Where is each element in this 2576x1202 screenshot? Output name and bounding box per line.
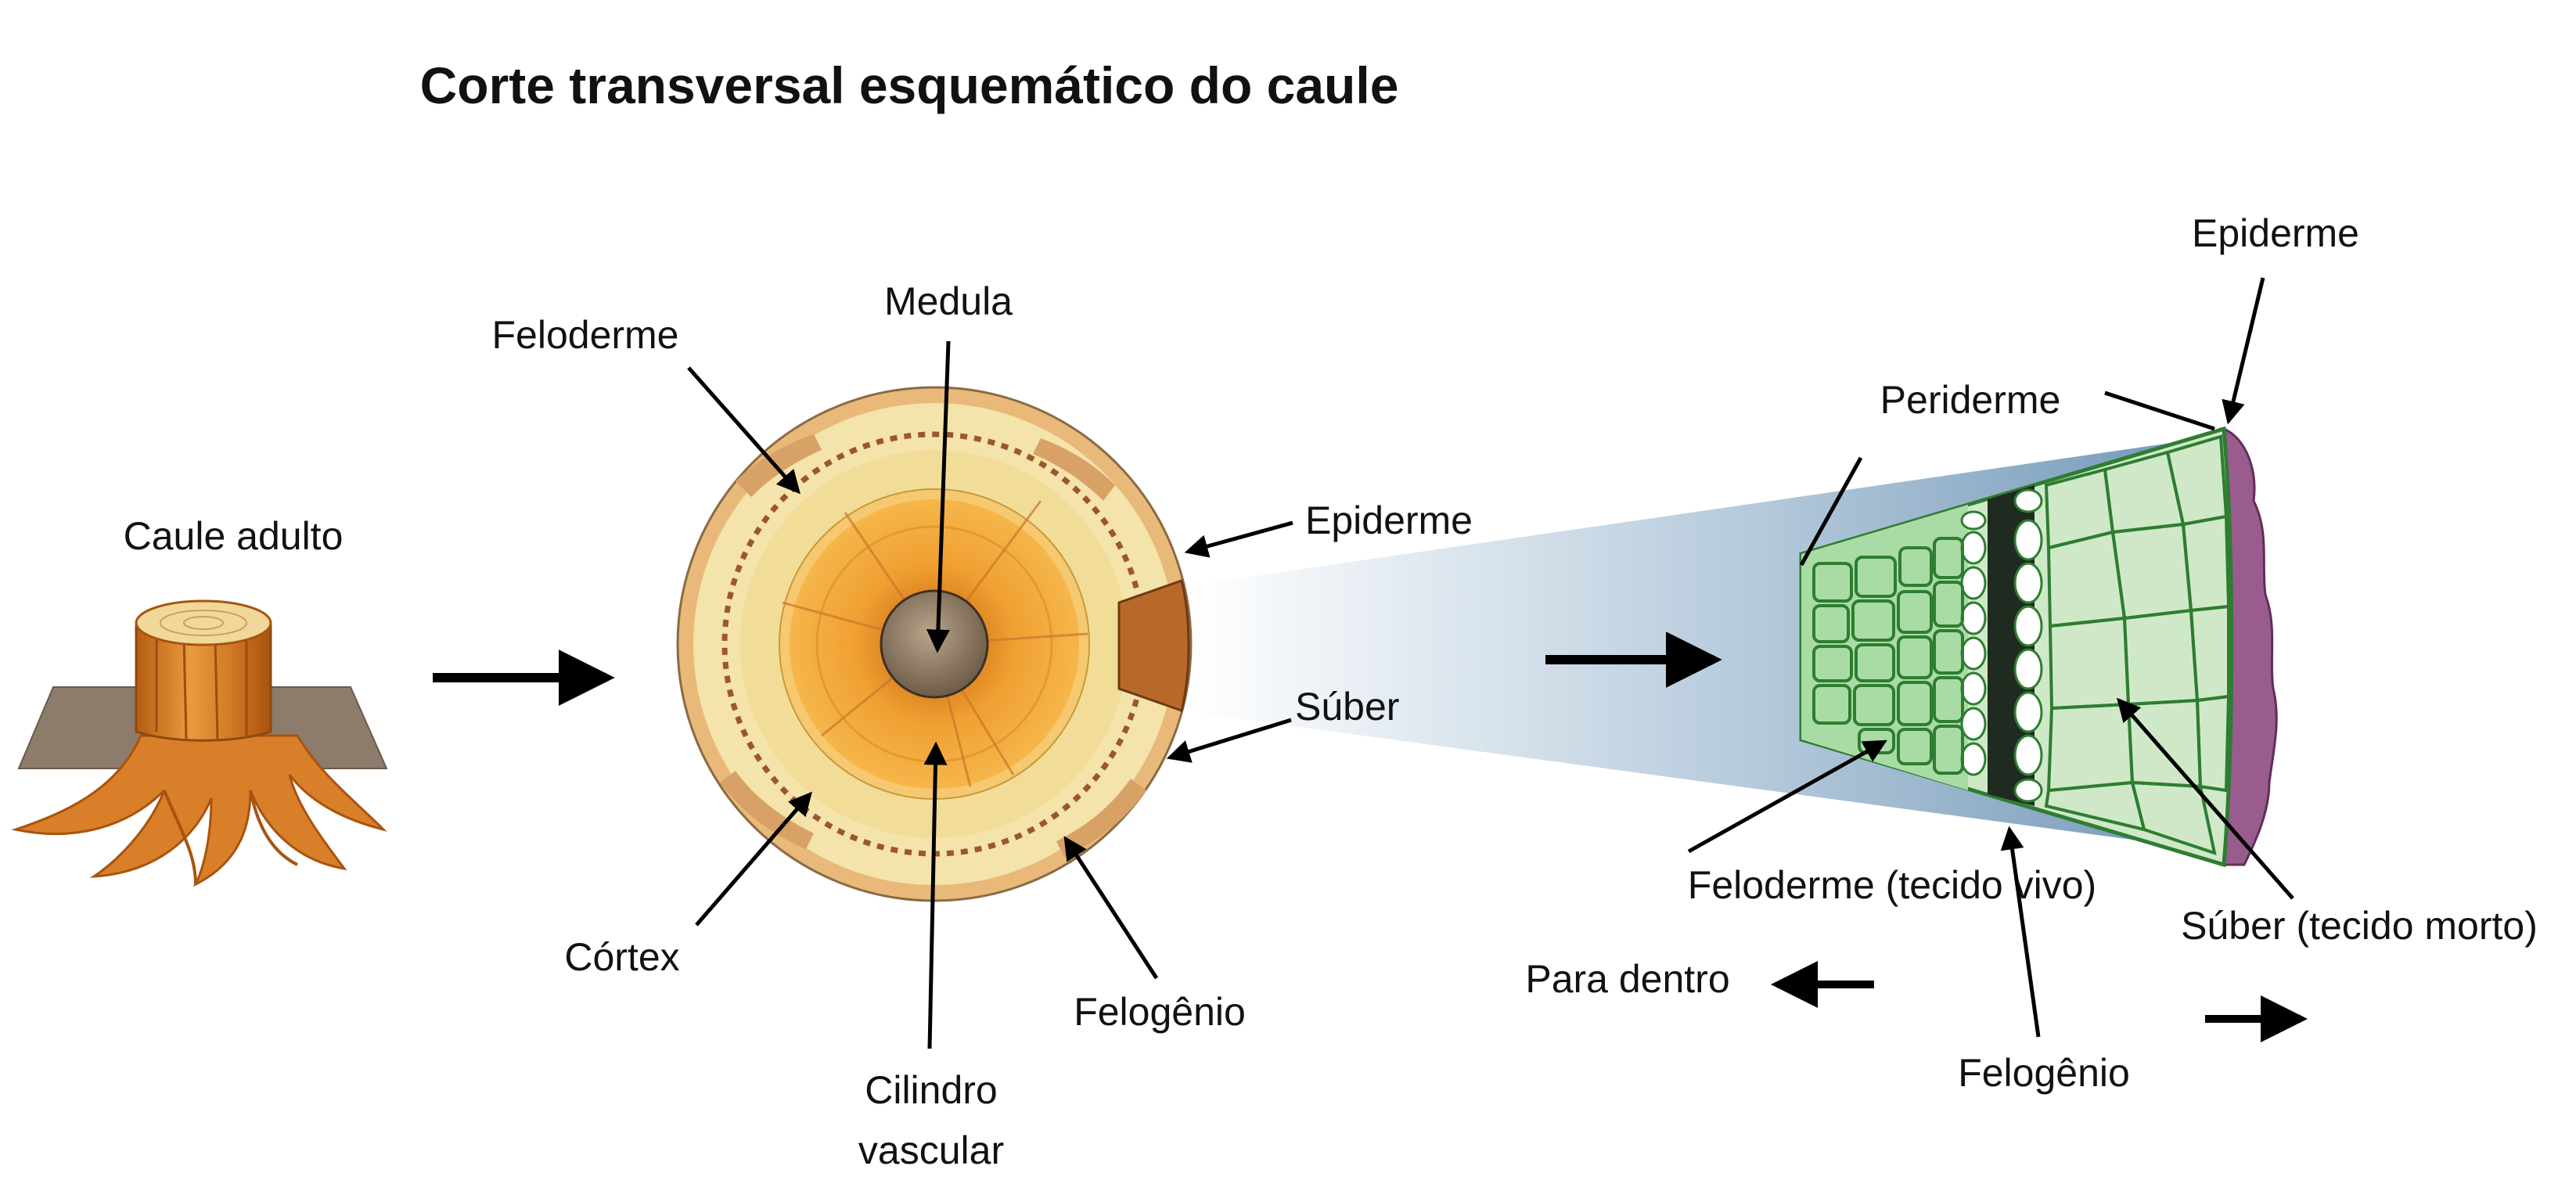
label-cortex: Córtex: [564, 935, 679, 979]
label-cilindro-vascular-line1: Cilindro: [865, 1068, 998, 1112]
pointer-cilindro-vascular: [923, 741, 948, 1049]
pointer-epiderme-detail: [2222, 277, 2265, 425]
periderme-detail: [1799, 426, 2278, 868]
pointer-periderme-right: [2104, 390, 2215, 431]
label-para-dentro: Para dentro: [1525, 957, 1729, 1001]
pointer-medula: [926, 340, 951, 653]
label-suber-tecido-morto: Súber (tecido morto): [2181, 904, 2538, 948]
pointer-felogenio: [1063, 836, 1159, 980]
label-feloderme: Feloderme: [492, 313, 679, 357]
pointer-suber: [1166, 718, 1292, 763]
label-epiderme-detail: Epiderme: [2192, 211, 2359, 255]
pointer-periderme-left: [1799, 456, 1863, 567]
label-suber: Súber: [1295, 685, 1399, 729]
label-felogenio-detail: Felogênio: [1958, 1051, 2130, 1095]
pointer-epiderme: [1184, 520, 1293, 558]
pointer-felogenio-detail: [2000, 826, 2041, 1038]
label-medula: Medula: [884, 279, 1013, 323]
pointer-feloderme: [687, 366, 801, 495]
label-periderme: Periderme: [1880, 378, 2061, 422]
pointer-cortex: [695, 791, 812, 927]
pointer-feloderme-tecido-vivo: [1687, 740, 1887, 854]
label-epiderme: Epiderme: [1305, 498, 1473, 542]
stump-illustration: [11, 599, 388, 887]
label-felogenio: Felogênio: [1074, 990, 1246, 1034]
pointer-suber-tecido-morto: [2117, 697, 2294, 900]
diagram-title: Corte transversal esquemático do caule: [420, 56, 1399, 114]
label-feloderme-tecido-vivo: Feloderme (tecido vivo): [1688, 863, 2096, 907]
label-cilindro-vascular-line2: vascular: [858, 1128, 1004, 1172]
label-caule-adulto: Caule adulto: [124, 514, 344, 558]
